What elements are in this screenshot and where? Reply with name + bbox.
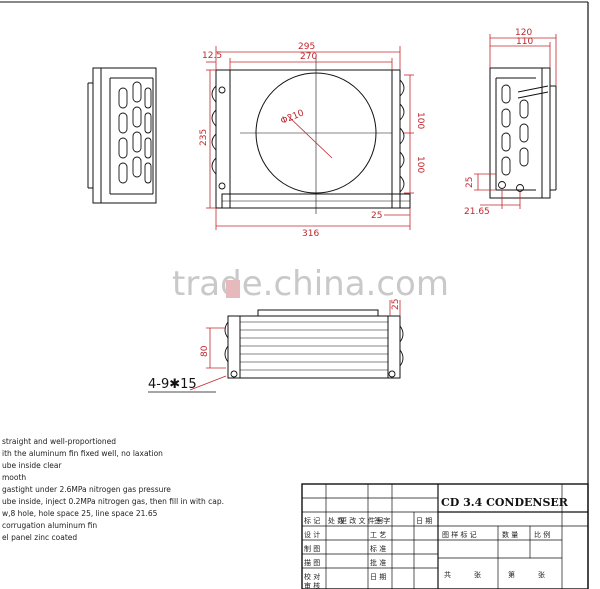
dim-80: 80 <box>200 345 210 357</box>
tb-standard: 标 准 <box>370 544 386 553</box>
tb-number: 第 <box>508 570 515 579</box>
bottom-view-bends <box>224 321 404 378</box>
right-view-dimensions <box>474 34 557 209</box>
title-block-text: CD 3.4 CONDENSER 标 记 处 数 更 改 文 件 号 签 字 日… <box>304 496 569 589</box>
tb-date: 日 期 <box>416 517 432 525</box>
bottom-view-dimensions <box>189 300 401 391</box>
bottom-view <box>224 309 404 379</box>
tb-scale: 比 例 <box>534 530 550 539</box>
dim-25-front: 25 <box>371 211 382 221</box>
dim-316: 316 <box>302 229 319 239</box>
dim-12-5: 12.5 <box>202 51 222 61</box>
tb-process: 工 艺 <box>370 531 386 539</box>
bottom-view-dimension-labels: 80 25 4-9✱15 <box>148 299 401 393</box>
front-view <box>211 56 411 214</box>
dim-25-bottom: 25 <box>391 299 401 310</box>
front-left-bends <box>211 85 226 190</box>
note-5: gastight under 2.6MPa nitrogen gas press… <box>2 485 171 494</box>
front-view-dimensions <box>206 46 414 230</box>
dim-21-65: 21.65 <box>464 207 490 217</box>
bottom-view-highlight <box>226 280 240 298</box>
right-side-view <box>489 67 557 199</box>
note-1: straight and well-proportioned <box>2 437 116 446</box>
tb-mid-date: 日 期 <box>370 573 386 581</box>
tb-sheets-2: 张 <box>538 570 545 579</box>
dim-295: 295 <box>298 42 315 52</box>
tb-sheets-1: 张 <box>474 570 481 579</box>
tb-trace: 描 图 <box>304 558 320 567</box>
note-2: ith the aluminum fin fixed well, no laxa… <box>2 449 163 458</box>
right-view-dimension-labels: 120 110 25 21.65 <box>464 28 533 217</box>
tb-review: 审 核 <box>304 581 320 589</box>
dim-235: 235 <box>199 129 209 146</box>
note-4: mooth <box>2 473 26 482</box>
tb-mark: 标 记 <box>304 516 320 525</box>
tb-sign: 签 字 <box>374 516 390 525</box>
note-8: corrugation aluminum fin <box>2 521 97 530</box>
technical-notes: straight and well-proportioned ith the a… <box>2 437 224 542</box>
tb-drawing-mark: 图 样 标 记 <box>442 530 477 539</box>
tb-draw: 制 图 <box>304 544 320 553</box>
dim-phi-210: Φ210 <box>279 108 305 126</box>
front-view-dimension-labels: 12.5 295 270 235 Φ210 100 100 25 316 <box>199 42 425 239</box>
dim-110: 110 <box>516 37 533 47</box>
tb-check: 校 对 <box>304 572 320 581</box>
tb-change-doc: 更 改 文 件 号 <box>340 516 384 525</box>
tb-quantity: 数 量 <box>502 530 518 539</box>
dim-25-right: 25 <box>465 177 475 188</box>
note-9: el panel zinc coated <box>2 533 77 542</box>
tb-design: 设 计 <box>304 530 320 539</box>
drawing-title: CD 3.4 CONDENSER <box>441 496 569 509</box>
tb-approve: 批 准 <box>370 558 386 567</box>
note-3: ube inside clear <box>2 461 63 470</box>
right-view-tube-slots <box>498 84 529 192</box>
front-right-bends <box>399 79 405 193</box>
hole-spec: 4-9✱15 <box>148 377 197 392</box>
left-view-tube-slots <box>118 81 152 184</box>
tb-total: 共 <box>444 570 451 579</box>
title-block <box>301 483 589 589</box>
dim-100-top: 100 <box>415 112 425 129</box>
tb-count: 处 数 <box>328 516 344 525</box>
dim-120: 120 <box>515 28 532 38</box>
note-6: ube inside, inject 0.2MPa nitrogen gas, … <box>2 497 224 506</box>
note-7: w,8 hole, hole space 25, line space 21.6… <box>2 509 158 518</box>
left-side-view <box>87 67 157 204</box>
dim-100-bottom: 100 <box>415 156 425 173</box>
dim-270: 270 <box>300 52 317 62</box>
watermark: trade.china.com <box>172 264 449 304</box>
